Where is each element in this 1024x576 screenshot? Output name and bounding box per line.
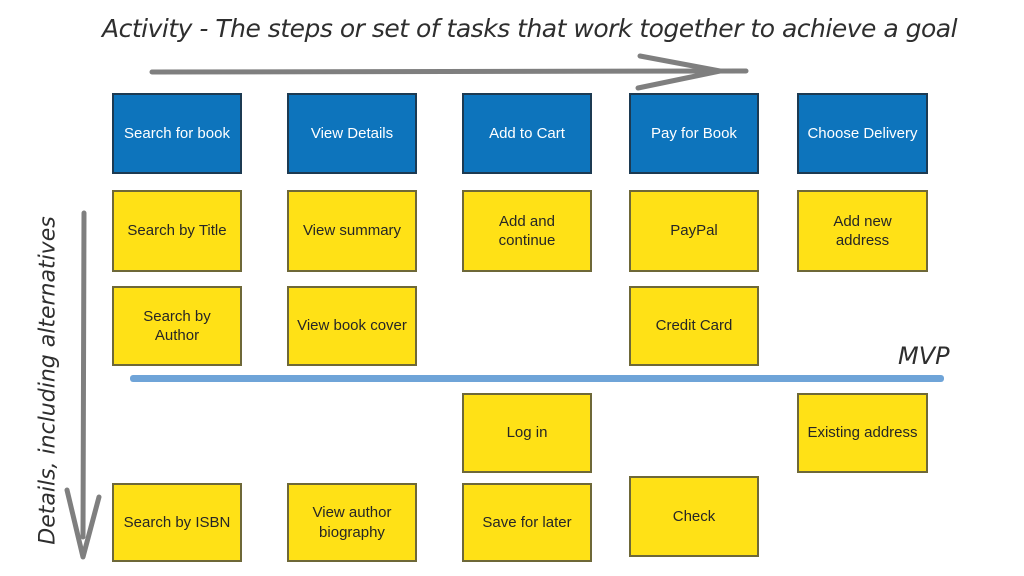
mvp-label: MVP [898,342,950,370]
task-card-search-by-title: Search by Title [112,190,242,272]
task-card-credit-card: Credit Card [629,286,759,366]
task-card-add-and-continue: Add and continue [462,190,592,272]
task-card-search-by-isbn: Search by ISBN [112,483,242,562]
details-axis-arrow [64,210,102,560]
task-card-search-by-author: Search by Author [112,286,242,366]
task-card-save-for-later: Save for later [462,483,592,562]
task-card-add-new-address: Add new address [797,190,928,272]
activity-card-add-to-cart: Add to Cart [462,93,592,174]
details-axis-label: Details, including alternatives [35,216,61,545]
activity-card-pay-for-book: Pay for Book [629,93,759,174]
task-card-view-summary: View summary [287,190,417,272]
task-card-view-book-cover: View book cover [287,286,417,366]
task-card-existing-address: Existing address [797,393,928,473]
task-card-view-author-biography: View author biography [287,483,417,562]
activity-axis-title: Activity - The steps or set of tasks tha… [102,14,958,43]
task-card-paypal: PayPal [629,190,759,272]
activity-axis-arrow [149,53,749,91]
activity-card-search-for-book: Search for book [112,93,242,174]
activity-card-view-details: View Details [287,93,417,174]
mvp-line [130,375,944,382]
activity-card-choose-delivery: Choose Delivery [797,93,928,174]
task-card-check: Check [629,476,759,557]
task-card-log-in: Log in [462,393,592,473]
